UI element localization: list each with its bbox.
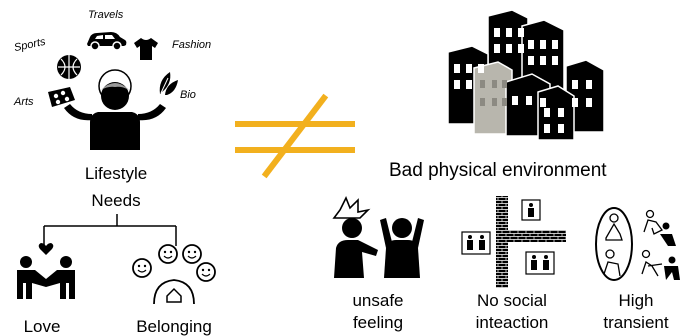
- label-fashion: Fashion: [172, 39, 212, 51]
- environment-title: Bad physical environment: [389, 160, 607, 181]
- car-icon: [87, 32, 127, 51]
- effect-3-line2: transient: [603, 313, 669, 332]
- love-icon: [17, 243, 75, 299]
- person-icon: [64, 69, 166, 150]
- ball-icon: [57, 55, 81, 79]
- not-equal-icon: [235, 93, 355, 179]
- no-social-interaction-icon: [461, 196, 566, 288]
- lifestyle-title-line2: Needs: [91, 191, 141, 210]
- leaf-icon: [159, 72, 178, 95]
- buildings-icon: [447, 9, 605, 141]
- belonging-icon: [132, 244, 216, 305]
- effect-1-line2: feeling: [352, 313, 404, 332]
- label-travels: Travels: [88, 9, 124, 21]
- need-belonging-label: Belonging: [136, 317, 212, 336]
- palette-icon: [48, 87, 75, 107]
- effect-3-line1: High: [618, 291, 654, 310]
- label-bio: Bio: [180, 89, 196, 101]
- high-transient-icon: [595, 207, 680, 281]
- label-arts: Arts: [14, 96, 34, 108]
- effect-1-line1: unsafe: [352, 291, 404, 310]
- unsafe-feeling-icon: [332, 196, 424, 278]
- need-love-label: Love: [23, 317, 61, 336]
- lifestyle-title-line1: Lifestyle: [84, 164, 148, 183]
- effect-2-line1: No social: [477, 291, 547, 310]
- shirt-icon: [134, 38, 158, 60]
- effect-2-line2: inteaction: [475, 313, 549, 332]
